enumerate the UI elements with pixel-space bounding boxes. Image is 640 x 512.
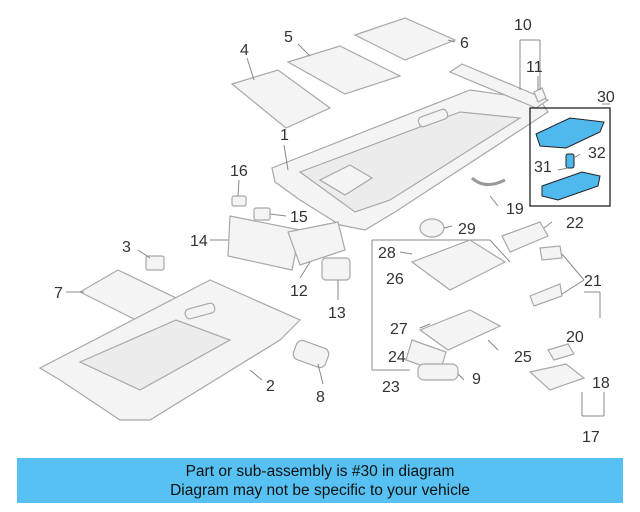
label-15: 15 [290, 209, 308, 226]
part-9-lens [417, 363, 459, 381]
part-11-clip [533, 87, 547, 103]
label-21: 21 [584, 273, 602, 290]
label-32: 32 [588, 145, 606, 162]
part-31-lamp [541, 171, 601, 201]
label-20: 20 [566, 329, 584, 346]
label-23: 23 [382, 379, 400, 396]
label-16: 16 [230, 163, 248, 180]
label-28: 28 [378, 245, 396, 262]
label-30: 30 [597, 89, 615, 106]
part-19-handle [470, 176, 506, 186]
part-4-panel [230, 69, 332, 129]
part-21-harness [539, 245, 563, 261]
label-29: 29 [458, 221, 476, 238]
part-10-strip [448, 63, 550, 109]
part-18-lamp [528, 363, 586, 391]
label-7: 7 [54, 285, 63, 302]
part-6-panel [353, 17, 457, 61]
label-1: 1 [280, 127, 289, 144]
part-8-bezel [292, 339, 330, 369]
label-26: 26 [386, 271, 404, 288]
part-30-assembly [529, 107, 611, 207]
label-31: 31 [534, 159, 552, 176]
label-17: 17 [582, 429, 600, 446]
label-8: 8 [316, 389, 325, 406]
part-15-clip [253, 207, 271, 221]
part-29-lens [419, 218, 445, 238]
part-23-group [371, 239, 511, 373]
part-3-bracket [145, 255, 165, 271]
label-5: 5 [284, 29, 293, 46]
label-22: 22 [566, 215, 584, 232]
info-banner: Part or sub-assembly is #30 in diagram D… [17, 458, 623, 503]
part-12-console [287, 221, 346, 266]
part-14-sunvisor [227, 215, 301, 271]
headliner-upper [271, 89, 549, 231]
label-25: 25 [514, 349, 532, 366]
part-5-panel [286, 45, 402, 95]
label-18: 18 [592, 375, 610, 392]
part-13-switch [321, 257, 351, 281]
leader-lines [66, 39, 610, 417]
banner-line-2: Diagram may not be specific to your vehi… [170, 482, 470, 499]
label-19: 19 [506, 201, 524, 218]
label-6: 6 [460, 35, 469, 52]
label-27: 27 [390, 321, 408, 338]
label-13: 13 [328, 305, 346, 322]
parts-diagram: 1 2 3 4 5 6 7 8 9 10 11 12 13 14 15 16 1… [38, 17, 615, 446]
part-22-lamp [501, 221, 549, 253]
label-3: 3 [122, 239, 131, 256]
label-24: 24 [388, 349, 406, 366]
label-2: 2 [266, 378, 275, 395]
part-30-frame [535, 117, 605, 149]
banner-line-1: Part or sub-assembly is #30 in diagram [185, 463, 455, 480]
label-9: 9 [472, 371, 481, 388]
part-16-clip [231, 195, 247, 207]
label-11: 11 [526, 59, 543, 76]
label-4: 4 [240, 42, 249, 59]
part-32-bulb [565, 153, 575, 169]
label-14: 14 [190, 233, 208, 250]
label-10: 10 [514, 17, 532, 34]
label-12: 12 [290, 283, 308, 300]
